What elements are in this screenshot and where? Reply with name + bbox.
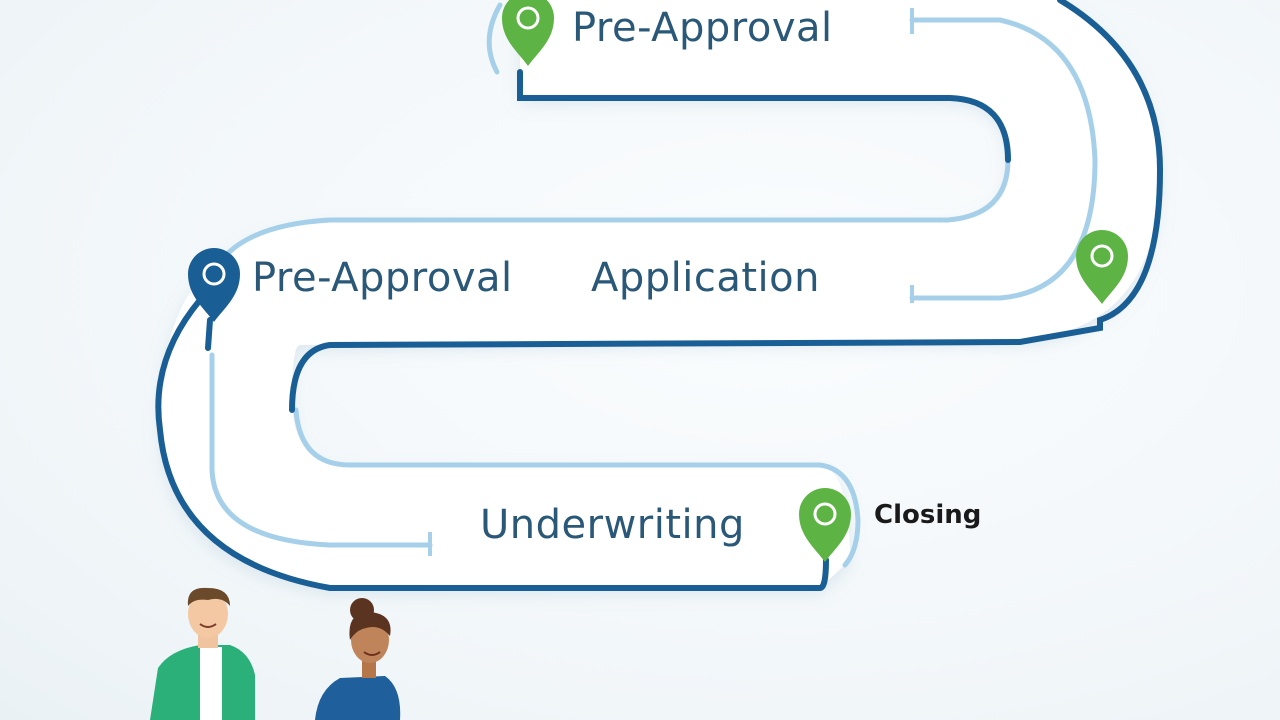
person-man-illustration xyxy=(150,587,255,720)
stage-label-underwriting: Underwriting xyxy=(480,502,745,548)
person-woman-illustration xyxy=(315,598,401,720)
man-shirt xyxy=(200,647,222,720)
road-edge-top-inner xyxy=(517,69,1011,163)
stage-label-pre-approval-middle: Pre-Approval xyxy=(252,255,513,301)
man-hair xyxy=(187,587,230,606)
map-pin-icon xyxy=(1076,230,1128,304)
stage-label-closing: Closing xyxy=(874,500,982,530)
road-edge-lower-inner xyxy=(293,407,861,568)
road-edge-upper-middle xyxy=(945,157,1011,223)
woman-smile xyxy=(363,651,381,656)
road-edge-left-outer xyxy=(155,297,829,591)
road-segment-top xyxy=(160,0,1160,588)
woman-hair-bun xyxy=(350,598,374,622)
road-edge-left-inner xyxy=(209,352,433,548)
man-smile xyxy=(199,623,217,628)
woman-top xyxy=(315,676,401,720)
map-pin-icon xyxy=(502,0,554,66)
road-dark-edges xyxy=(155,0,1164,591)
map-pin-icon xyxy=(799,488,851,562)
road-edge-top-right xyxy=(909,17,1098,301)
man-head xyxy=(188,590,228,638)
road-ticks xyxy=(428,8,914,556)
stage-label-application: Application xyxy=(591,255,820,301)
road-edge-right-outer xyxy=(289,0,1164,413)
stage-label-pre-approval-top: Pre-Approval xyxy=(572,5,833,51)
road-edge-top-arc xyxy=(486,2,503,75)
map-pin-icon xyxy=(188,248,240,322)
woman-neck xyxy=(362,660,376,678)
road xyxy=(160,0,1160,588)
